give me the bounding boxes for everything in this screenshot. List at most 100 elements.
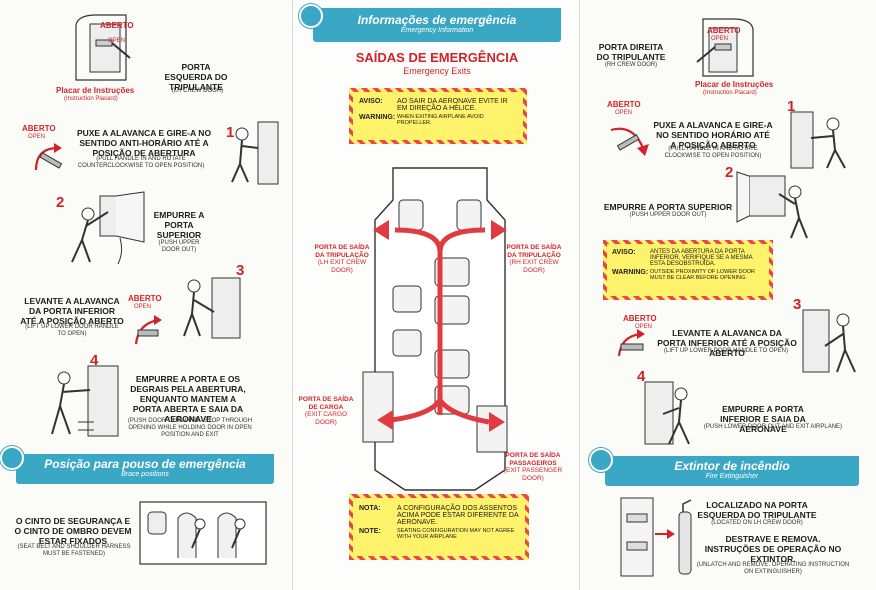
step2-number: 2 [725, 164, 734, 181]
step2-text: EMPURRE A PORTA SUPERIOR [603, 202, 733, 212]
passenger-exit-pt: PORTA DE SAÍDA PASSAGEIROS [505, 452, 561, 467]
lh-crew-door-illustration [75, 14, 131, 81]
rh-door-title: PORTA DIREITA DO TRIPULANTE [596, 42, 666, 62]
propeller-warning: AVISO: AO SAIR DA AERONAVE EVITE IR EM DI… [349, 88, 527, 144]
step4-text: EMPURRE A PORTA E OS DEGRAIS PELA ABERTU… [130, 374, 246, 424]
rotate-arrow-icon [34, 143, 63, 171]
cargo-exit-pt: PORTA DE SAÍDA DE CARGA [298, 396, 354, 411]
extinguisher-banner-subtitle: Fire Extinguisher [705, 473, 759, 480]
step4-subtext: (PUSH DOOR OUTWARD - STOP THROUGH OPENIN… [127, 418, 253, 438]
extinguisher-location-text: LOCALIZADO NA PORTA ESQUERDA DO TRIPULAN… [697, 500, 817, 520]
brace-banner-subtitle: Brace positions [121, 471, 169, 478]
belt-text: O CINTO DE SEGURANÇA E O CINTO DE OMBRO … [14, 516, 132, 546]
step2-subtext: (PUSH UPPER DOOR OUT) [158, 240, 200, 253]
passenger-exit-label: PORTA DE SAÍDA PASSAGEIROS (EXIT PASSENG… [499, 452, 567, 482]
airline-logo-icon [299, 4, 323, 28]
lever-arrow-icon [617, 329, 645, 357]
brace-banner: Posição para pouso de emergência Brace p… [16, 454, 274, 484]
extinguisher-banner-title: Extintor de incêndio [674, 459, 790, 473]
warning-text-en: OUTSIDE PROXIMITY OF LOWER DOOR MUST BE … [650, 269, 756, 281]
crew-person-step1-illustration [790, 111, 846, 169]
extinguisher-location-subtext: (LOCATED ON LH CREW DOOR) [711, 520, 803, 526]
airline-logo-icon [0, 446, 24, 470]
rh-crew-exit-label: PORTA DE SAÍDA DA TRIPULAÇÃO (RH EXIT CR… [503, 244, 565, 274]
crew-person-step3-illustration [183, 277, 241, 339]
step1-open-label-pt: ABERTO [607, 100, 641, 109]
placard-subtitle: (Instruction Placard) [64, 96, 118, 102]
info-banner-title: Informações de emergência [357, 13, 517, 27]
note-text-pt: A CONFIGURAÇÃO DOS ASSENTOS ACIMA PODE E… [397, 505, 519, 526]
open-label-en: OPEN [108, 38, 126, 44]
warning-key-pt: AVISO: [359, 98, 383, 105]
note-key-en: NOTE: [359, 528, 381, 535]
open-label-pt: ABERTO [100, 21, 134, 30]
brace-banner-title: Posição para pouso de emergência [44, 457, 246, 471]
placard-label: Placar de Instruções [56, 86, 135, 95]
step3-number: 3 [793, 296, 802, 313]
extinguisher-usage-text: DESTRAVE E REMOVA. INSTRUÇÕES DE OPERAÇÃ… [704, 534, 842, 564]
lever-arrow-icon [134, 315, 162, 345]
crew-person-step2-illustration [71, 191, 145, 265]
step1-number: 1 [226, 124, 235, 141]
step4-number: 4 [90, 352, 99, 369]
step3-text: LEVANTE A ALAVANCA DA PORTA INFERIOR ATÉ… [657, 328, 797, 358]
rotate-arrow-icon [610, 127, 649, 156]
passenger-exit-en: (EXIT PASSENGER DOOR) [503, 467, 563, 482]
step1-open-label-en: OPEN [615, 110, 633, 116]
warning-key-en: WARNING: [612, 269, 649, 276]
warning-text-pt: ANTES DA ABERTURA DA PORTA INFERIOR, VER… [650, 249, 753, 267]
step1-open-label-en: OPEN [28, 134, 46, 140]
airline-logo-icon [589, 448, 613, 472]
fire-extinguisher-illustration [620, 497, 692, 577]
placard-label: Placar de Instruções [695, 80, 774, 89]
step1-subtext: (PULL HANDLE IN AND ROTATE COUNTERCLOCKW… [77, 156, 205, 169]
lower-door-warning: AVISO: ANTES DA ABERTURA DA PORTA INFERIO… [603, 240, 773, 300]
rh-door-subtitle: (RH CREW DOOR) [604, 62, 658, 68]
step1-number: 1 [787, 98, 796, 115]
step4-subtext: (PUSH LOWER DOOR OUT AND EXIT AIRPLANE) [703, 424, 843, 430]
crew-person-step2-illustration [736, 171, 808, 239]
crew-person-step3-illustration [802, 309, 856, 373]
step3-number: 3 [236, 262, 245, 279]
cargo-exit-en: (EXIT CARGO DOOR) [304, 411, 348, 426]
brace-position-illustration [139, 501, 267, 565]
step1-text: PUXE A ALAVANCA E GIRE-A NO SENTIDO ANTI… [76, 128, 212, 158]
step3-subtext: (LIFT UP LOWER DOOR HANDLE TO OPEN) [25, 324, 119, 337]
rh-crew-exit-pt: PORTA DE SAÍDA DA TRIPULAÇÃO [506, 244, 562, 259]
warning-text-pt: AO SAIR DA AERONAVE EVITE IR EM DIREÇÃO … [397, 98, 508, 112]
step2-number: 2 [56, 194, 65, 211]
step3-open-label-pt: ABERTO [623, 314, 657, 323]
note-key-pt: NOTA: [359, 505, 381, 512]
lh-crew-exit-en: (LH EXIT CREW DOOR) [317, 259, 367, 274]
rh-crew-door-illustration [696, 18, 754, 77]
exits-subtitle: Emergency Exits [403, 66, 471, 76]
step3-text: LEVANTE A ALAVANCA DA PORTA INFERIOR ATÉ… [20, 296, 124, 326]
step1-text: PUXE A ALAVANCA E GIRE-A NO SENTIDO HORÁ… [653, 120, 773, 150]
warning-key-pt: AVISO: [612, 249, 636, 256]
open-label-en: OPEN [711, 36, 729, 42]
note-text-en: SEATING CONFIGURATION MAY NOT AGREE WITH… [397, 528, 515, 540]
warning-text-en: WHEN EXITING AIRPLANE AVOID PROPELLER. [397, 114, 484, 126]
step4-text: EMPURRE A PORTA INFERIOR E SAIA DA AERON… [720, 404, 806, 434]
warning-key-en: WARNING: [359, 114, 396, 121]
info-banner-subtitle: Emergency Information [400, 27, 474, 34]
crew-person-step4-illustration [644, 381, 690, 445]
info-banner: Informações de emergência Emergency Info… [313, 8, 561, 42]
cargo-exit-label: PORTA DE SAÍDA DE CARGA (EXIT CARGO DOOR… [295, 396, 357, 426]
step3-open-label-en: OPEN [134, 304, 152, 310]
open-label-pt: ABERTO [707, 26, 741, 35]
crew-person-step1-illustration [231, 121, 279, 185]
step1-subtext: (PULL HANDLE IN AND ROTATE CLOCKWISE TO … [664, 146, 762, 159]
crew-person-step4-illustration [51, 365, 119, 437]
lh-door-subtitle: (LH CREW DOOR) [171, 88, 224, 94]
step2-text: EMPURRE A PORTA SUPERIOR [153, 210, 205, 240]
exits-title: SAÍDAS DE EMERGÊNCIA [355, 50, 519, 65]
step3-open-label-pt: ABERTO [128, 294, 162, 303]
lh-crew-exit-label: PORTA DE SAÍDA DA TRIPULAÇÃO (LH EXIT CR… [311, 244, 373, 274]
step3-subtext: (LIFT UP LOWER DOOR HANDLE TO OPEN) [664, 348, 788, 354]
middle-panel: Informações de emergência Emergency Info… [292, 0, 580, 590]
extinguisher-usage-subtext: (UNLATCH AND REMOVE. OPERATING INSTRUCTI… [696, 562, 850, 575]
left-panel: ABERTO OPEN PORTA ESQUERDA DO TRIPULANTE… [0, 0, 290, 590]
right-panel: PORTA DIREITA DO TRIPULANTE (RH CREW DOO… [581, 0, 876, 590]
belt-subtext: (SEAT BELT AND SHOULDER HARNESS MUST BE … [17, 544, 131, 557]
